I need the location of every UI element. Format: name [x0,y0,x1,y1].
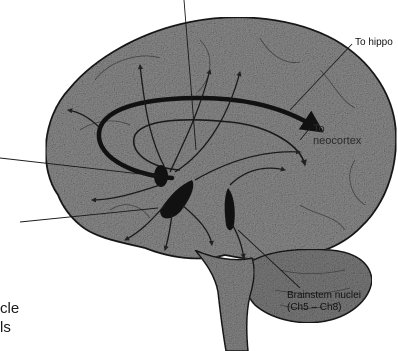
label-to-neocortex-line2: neocortex [313,136,361,148]
label-cut-off-line1: cle [0,300,19,319]
label-brainstem-line2: (Ch5 – Ch8) [287,302,361,314]
label-brainstem-line1: Brainstem nuclei [287,290,361,302]
label-cut-off-line2: ls [0,319,19,338]
label-to-hippocampus: To hippo [355,38,393,48]
brainstem [195,250,254,351]
label-to-neocortex-line1: To [313,124,361,136]
label-cut-off-text: cle ls [0,300,19,338]
label-brainstem-nuclei: Brainstem nuclei (Ch5 – Ch8) [287,290,361,313]
label-to-neocortex: To neocortex [313,124,361,147]
